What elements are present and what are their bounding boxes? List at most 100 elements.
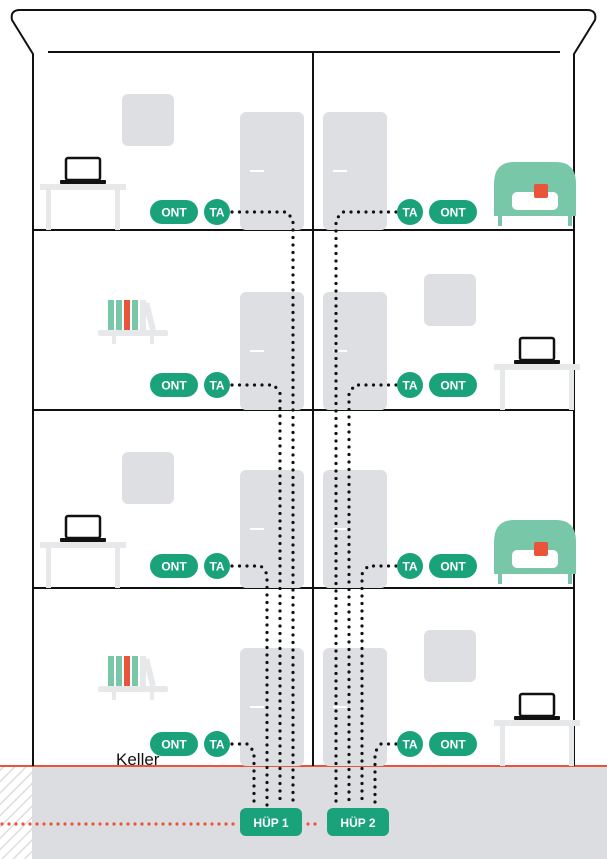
ta-badge-left-floor-1-label: TA xyxy=(209,738,224,752)
ont-badge-left-floor-1-bg xyxy=(150,732,198,756)
door-left xyxy=(240,112,304,230)
armchair-leg xyxy=(498,216,502,226)
book xyxy=(124,656,130,686)
ta-badge-right-floor-2-bg xyxy=(397,553,423,579)
book xyxy=(132,656,138,686)
floor-4 xyxy=(40,94,576,230)
wall-picture xyxy=(424,630,476,682)
door-handle xyxy=(250,528,264,530)
desk-top xyxy=(494,720,580,726)
ont-badge-left-floor-4: ONT xyxy=(150,200,198,224)
armchair-leg xyxy=(568,574,572,584)
door-right xyxy=(323,292,387,410)
laptop-base xyxy=(514,716,560,720)
floor-3 xyxy=(98,274,580,410)
basement: Keller xyxy=(0,750,607,859)
book xyxy=(108,656,114,686)
ont-badge-right-floor-2-bg xyxy=(429,554,477,578)
desk-leg xyxy=(115,548,120,588)
fiber-cables xyxy=(0,210,398,826)
laptop-icon xyxy=(64,156,102,182)
laptop-base xyxy=(514,360,560,364)
door-left xyxy=(240,292,304,410)
ta-badge-left-floor-2-bg xyxy=(204,553,230,579)
fiber-left-floor-2 xyxy=(230,564,269,808)
door-handle xyxy=(250,170,264,172)
fiber-left-floor-3 xyxy=(230,383,282,808)
ta-badge-left-floor-1: TA xyxy=(204,731,230,757)
huep1-label: HÜP 1 xyxy=(253,815,288,830)
laptop-base xyxy=(60,180,106,184)
ta-badge-left-floor-1-bg xyxy=(204,731,230,757)
ta-badge-left-floor-2: TA xyxy=(204,553,230,579)
building-outline xyxy=(10,9,597,766)
book xyxy=(108,300,114,330)
ont-badge-right-floor-1: ONT xyxy=(429,732,477,756)
ta-badge-left-floor-3-bg xyxy=(204,372,230,398)
floor-2 xyxy=(40,452,576,588)
huep1-box: HÜP 1 xyxy=(240,808,302,836)
book xyxy=(116,656,122,686)
ta-badge-left-floor-3: TA xyxy=(204,372,230,398)
ta-badge-right-floor-3: TA xyxy=(397,372,423,398)
ont-badge-right-floor-3-bg xyxy=(429,373,477,397)
ont-badge-left-floor-3-bg xyxy=(150,373,198,397)
ta-badge-left-floor-4: TA xyxy=(204,199,230,225)
desk-leg xyxy=(569,726,574,766)
cushion xyxy=(534,184,548,198)
keller-label: Keller xyxy=(116,750,160,769)
ta-badge-left-floor-2-label: TA xyxy=(209,560,224,574)
door-right xyxy=(323,112,387,230)
ta-badge-right-floor-4-label: TA xyxy=(402,206,417,220)
laptop-icon xyxy=(64,514,102,540)
desk-leg xyxy=(115,190,120,230)
book xyxy=(140,656,146,686)
ont-badge-right-floor-2: ONT xyxy=(429,554,477,578)
book xyxy=(140,300,146,330)
floor-1 xyxy=(98,630,580,766)
fiber-left-floor-4 xyxy=(230,210,295,808)
shelf-bracket xyxy=(112,692,116,700)
ont-badge-left-floor-3: ONT xyxy=(150,373,198,397)
door-handle xyxy=(333,170,347,172)
ta-badge-right-floor-1-label: TA xyxy=(402,738,417,752)
desk-top xyxy=(40,184,126,190)
ont-badge-right-floor-4-bg xyxy=(429,200,477,224)
laptop-base xyxy=(60,538,106,542)
shelf-board xyxy=(98,686,168,692)
ont-badge-right-floor-4: ONT xyxy=(429,200,477,224)
ont-badge-right-floor-3: ONT xyxy=(429,373,477,397)
desk-leg xyxy=(46,190,51,230)
ont-badge-right-floor-2-label: ONT xyxy=(440,560,466,574)
ta-badge-right-floor-1-bg xyxy=(397,731,423,757)
ont-badge-left-floor-4-label: ONT xyxy=(161,206,187,220)
desk-top xyxy=(40,542,126,548)
armchair-leg xyxy=(498,574,502,584)
door-handle xyxy=(333,350,347,352)
book xyxy=(124,300,130,330)
wall-picture xyxy=(424,274,476,326)
ta-badge-right-floor-4-bg xyxy=(397,199,423,225)
ta-badge-left-floor-4-label: TA xyxy=(209,206,224,220)
ont-badge-left-floor-2: ONT xyxy=(150,554,198,578)
door-handle xyxy=(250,706,264,708)
desk-leg xyxy=(500,370,505,410)
desk-leg xyxy=(46,548,51,588)
shelf-board xyxy=(98,330,168,336)
wall-picture xyxy=(122,452,174,504)
door-left xyxy=(240,648,304,766)
cushion xyxy=(534,542,548,556)
laptop-icon xyxy=(518,336,556,362)
door-handle xyxy=(333,528,347,530)
door-right xyxy=(323,470,387,588)
ta-badge-right-floor-4: TA xyxy=(397,199,423,225)
book xyxy=(143,658,156,687)
ta-badge-right-floor-2: TA xyxy=(397,553,423,579)
shelf-bracket xyxy=(150,336,154,344)
ta-badge-left-floor-4-bg xyxy=(204,199,230,225)
door-handle xyxy=(333,706,347,708)
door-left xyxy=(240,470,304,588)
ont-badge-right-floor-4-label: ONT xyxy=(440,206,466,220)
